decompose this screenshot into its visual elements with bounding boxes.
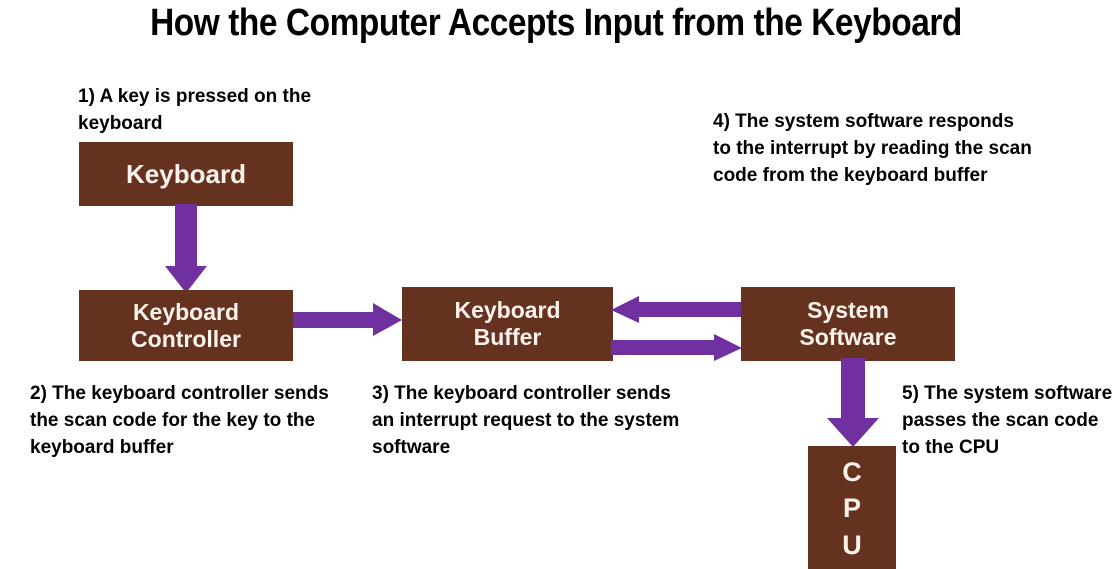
caption-step-3: 3) The keyboard controller sends an inte… [372, 383, 680, 458]
box-keyboard-label: Keyboard [126, 158, 246, 189]
arrow-system-to-buffer-icon [611, 296, 743, 329]
caption-step-2: 2) The keyboard controller sends the sca… [30, 383, 329, 458]
arrow-system-to-cpu-icon [826, 358, 880, 453]
box-keyboard-buffer: Keyboard Buffer [402, 287, 613, 361]
box-keyboard-controller-label-line2: Controller [131, 325, 241, 352]
arrow-controller-to-buffer-icon [293, 303, 403, 342]
page-title: How the Computer Accepts Input from the … [150, 2, 962, 44]
caption-step-1: 1) A key is pressed on the keyboard [78, 86, 312, 134]
box-system-software-label-line2: Software [799, 324, 897, 350]
box-system-software: System Software [741, 287, 955, 361]
box-cpu-label-line3: U [842, 529, 862, 560]
box-cpu-label-line1: C [842, 457, 862, 487]
arrow-keyboard-to-controller-icon [164, 204, 208, 299]
box-system-software-label-line1: System [807, 297, 889, 324]
box-cpu: C P U [808, 446, 896, 569]
caption-step-4: 4) The system software responds to the i… [713, 111, 1032, 186]
box-keyboard-buffer-label-line2: Buffer [473, 324, 542, 350]
box-cpu-label-line2: P [842, 493, 861, 524]
arrow-buffer-to-system-icon [611, 334, 743, 367]
box-keyboard: Keyboard [79, 142, 293, 206]
box-keyboard-controller-label-line1: Keyboard [132, 298, 240, 325]
caption-step-5: 5) The system software passes the scan c… [902, 383, 1112, 458]
box-keyboard-buffer-label-line1: Keyboard [454, 297, 561, 324]
box-keyboard-controller: Keyboard Controller [79, 290, 293, 361]
